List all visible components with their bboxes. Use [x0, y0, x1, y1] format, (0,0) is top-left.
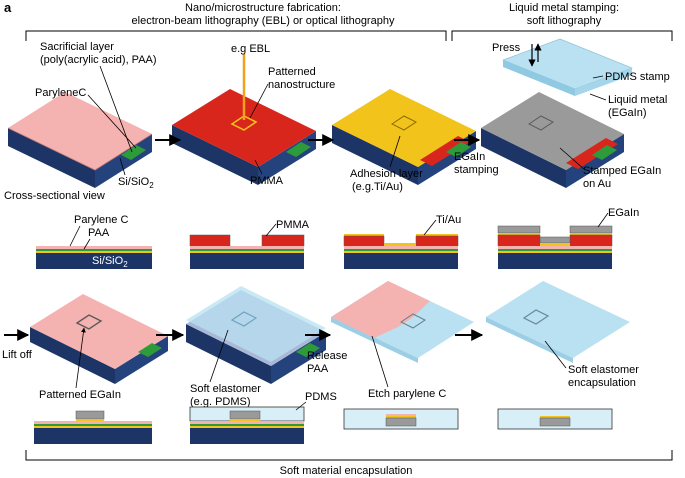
stamping-header-line2: soft lithography — [527, 15, 602, 27]
pmma-pointer — [254, 159, 263, 175]
liquid-metal-line1: Liquid metal — [608, 94, 667, 106]
bottom-section-1 — [34, 410, 152, 444]
xs-tiau-label: Ti/Au — [436, 214, 461, 226]
press-label: Press — [492, 42, 521, 54]
soft-elastomer-line1: Soft elastomer — [190, 383, 261, 395]
pdms-pointer-bottom — [295, 401, 307, 411]
xs-parylene-label: Parylene C — [74, 214, 128, 226]
cross-section-4 — [497, 225, 613, 269]
panel-label: a — [4, 0, 12, 15]
liquid-metal-line2: (EGaIn) — [608, 107, 647, 119]
xs-parylene-pointer — [69, 225, 81, 247]
xs-paa-label: PAA — [88, 227, 110, 239]
sacrificial-label-line2: (poly(acrylic acid), PAA) — [40, 54, 157, 66]
parylene-pointer — [87, 94, 137, 149]
encapsulation-label-line1: Soft elastomer — [568, 364, 639, 376]
adhesion-label-line1: Adhesion layer — [350, 168, 423, 180]
stamped-label-line1: Stamped EGaIn — [583, 165, 661, 177]
block-gold — [332, 89, 476, 185]
stamped-pointer — [559, 147, 586, 171]
stamped-label-line2: on Au — [583, 178, 611, 190]
fabrication-header-line2: electron-beam lithography (EBL) or optic… — [132, 15, 395, 27]
xs-substrate-label: Si/SiO2 — [92, 255, 128, 269]
etch-pointer — [371, 335, 389, 388]
encapsulation-footer-label: Soft material encapsulation — [280, 465, 413, 477]
pdms-stamp-pointer — [592, 75, 604, 79]
xs-pmma-pointer — [265, 223, 277, 237]
ebl-label: e.g EBL — [231, 43, 270, 55]
block-elastomer — [186, 286, 326, 384]
adhesion-label-line2: (e.g.Ti/Au) — [352, 181, 403, 193]
bottom-section-2 — [189, 406, 305, 444]
patterned-egain-pointer — [75, 327, 86, 389]
xs-tiau-pointer — [423, 219, 437, 236]
patterned-nanostructure-line2: nanostructure — [268, 79, 335, 91]
block-released — [331, 281, 474, 363]
xs-egain-label: EGaIn — [608, 207, 639, 219]
cross-section-title: Cross-sectional view — [4, 190, 105, 202]
cross-section-3 — [343, 234, 459, 269]
block-encapsulated — [486, 281, 630, 363]
block-pmma — [172, 89, 316, 185]
encapsulation-pointer — [544, 340, 567, 369]
soft-elastomer-pointer — [209, 329, 229, 383]
fabrication-bracket — [25, 30, 447, 41]
egain-stamping-line2: stamping — [454, 164, 499, 176]
release-label-line1: Release — [307, 350, 347, 362]
liquid-metal-pointer — [589, 93, 607, 101]
patterned-pointer — [249, 83, 269, 119]
bottom-section-3 — [343, 408, 459, 430]
substrate-pointer — [119, 157, 126, 176]
xs-paa-pointer — [83, 238, 91, 250]
encapsulation-bracket — [25, 450, 673, 461]
release-label-line2: PAA — [307, 363, 329, 375]
block-parylene — [7, 92, 153, 188]
substrate-label: Si/SiO2 — [118, 176, 154, 190]
bottom-section-4 — [497, 408, 613, 430]
adhesion-pointer — [389, 135, 401, 168]
cross-section-2 — [189, 234, 305, 269]
encapsulation-label-line2: encapsulation — [568, 377, 636, 389]
soft-elastomer-line2: (e.g. PDMS) — [190, 396, 251, 408]
fabrication-header-line1: Nano/microstructure fabrication: — [185, 2, 341, 14]
patterned-nanostructure-line1: Patterned — [268, 66, 316, 78]
pdms-stamp-label: PDMS stamp — [605, 71, 670, 83]
patterned-egain-label: Patterned EGaIn — [39, 389, 121, 401]
block-stamped — [481, 92, 624, 188]
sacrificial-label-line1: Sacrificial layer — [40, 41, 114, 53]
pdms-label-bottom: PDMS — [305, 391, 337, 403]
stamping-header-line1: Liquid metal stamping: — [509, 2, 619, 14]
parylene-label: ParyleneC — [35, 87, 86, 99]
stamping-bracket — [451, 30, 673, 41]
block-lifted-off — [30, 294, 168, 384]
egain-stamping-line1: EGaIn — [454, 151, 485, 163]
lift-off-label: Lift off — [2, 349, 33, 361]
etch-label: Etch parylene C — [368, 388, 446, 400]
xs-pmma-label: PMMA — [276, 219, 310, 231]
xs-egain-pointer — [597, 212, 609, 228]
pmma-label-row1: PMMA — [250, 175, 284, 187]
pdms-stamp — [502, 38, 633, 96]
cross-section-1 — [36, 246, 152, 269]
